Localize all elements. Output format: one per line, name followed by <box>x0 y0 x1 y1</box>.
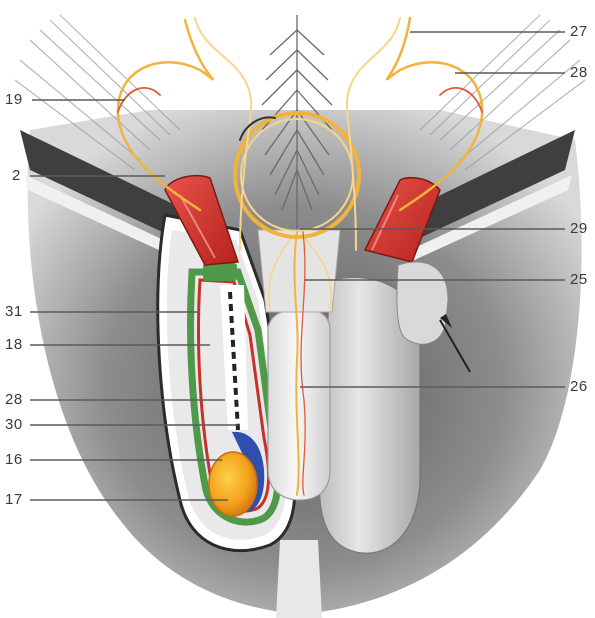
label-18: 18 <box>5 337 23 353</box>
penis-root <box>258 230 340 312</box>
label-29: 29 <box>570 221 588 237</box>
label-27: 27 <box>570 24 588 40</box>
lower-pillar <box>276 540 322 618</box>
label-28-left: 28 <box>5 392 23 408</box>
label-2: 2 <box>12 168 21 184</box>
right-appendage <box>397 262 448 344</box>
testis <box>209 452 257 516</box>
label-16: 16 <box>5 452 23 468</box>
label-26: 26 <box>570 379 588 395</box>
label-17: 17 <box>5 492 23 508</box>
label-25: 25 <box>570 272 588 288</box>
label-31: 31 <box>5 304 23 320</box>
label-28-right: 28 <box>570 65 588 81</box>
label-19: 19 <box>5 92 23 108</box>
green-ring <box>203 263 237 281</box>
label-30: 30 <box>5 417 23 433</box>
